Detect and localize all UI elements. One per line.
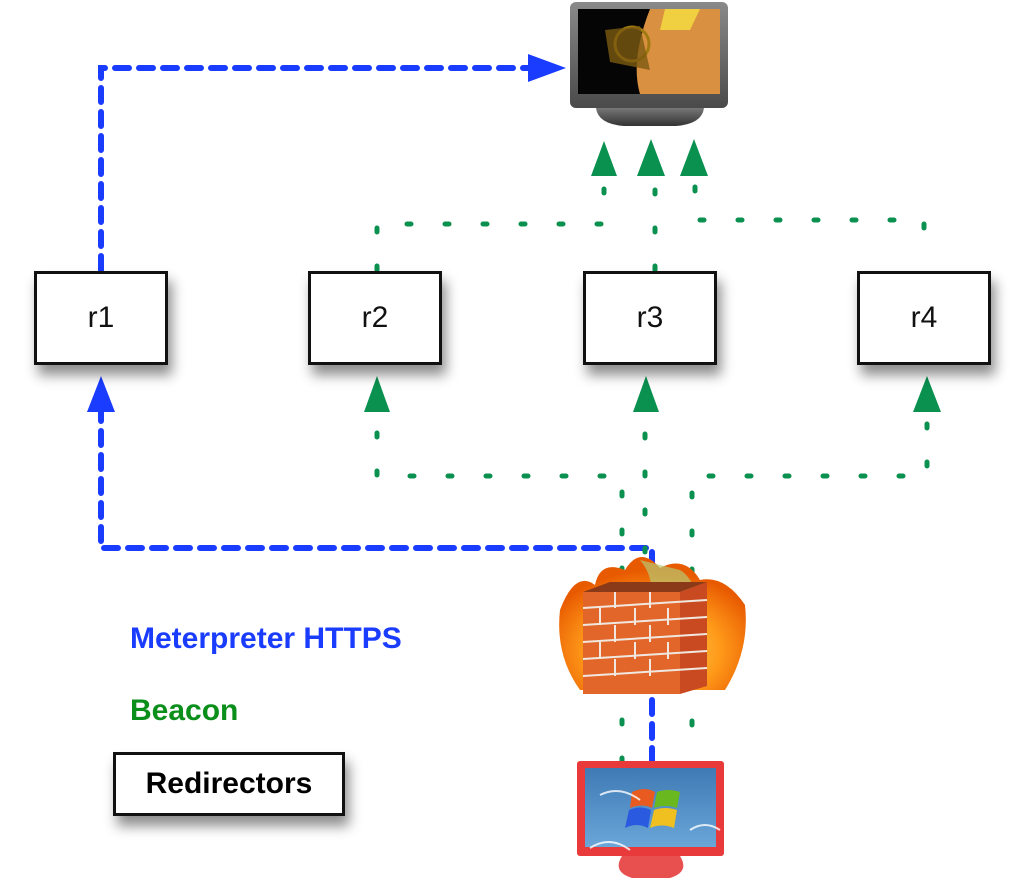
redirector-r3: r3 [583, 271, 717, 365]
legend-beacon: Beacon [130, 694, 239, 727]
beacon-links [374, 181, 930, 765]
redirector-label: r1 [87, 301, 115, 334]
legend-redirectors: Redirectors [113, 752, 345, 816]
legend-meterpreter: Meterpreter HTTPS [130, 622, 402, 655]
beacon-r2-to-attacker [374, 181, 607, 273]
meterpreter-arrowhead-attacker [528, 54, 566, 82]
redirector-r4: r4 [857, 271, 991, 365]
beacon-arrowhead-r2 [364, 376, 390, 412]
redirector-r2: r2 [308, 271, 442, 365]
attacker-monitor-icon [570, 2, 728, 126]
meterpreter-links [87, 54, 655, 765]
beacon-r4-to-attacker [692, 181, 927, 231]
beacon-arrowheads [364, 139, 941, 412]
beacon-arrowhead-attacker-2 [637, 139, 665, 176]
beacon-arrowhead-r3 [633, 376, 659, 412]
legend-redirectors-label: Redirectors [145, 767, 313, 800]
redirector-r1: r1 [34, 271, 168, 365]
redirector-label: r2 [361, 301, 389, 334]
windows-monitor-icon [577, 761, 724, 878]
meterpreter-r1-to-attacker [98, 65, 531, 273]
beacon-arrowhead-r4 [913, 376, 941, 412]
meterpreter-arrowhead-r1 [87, 376, 115, 412]
beacon-arrowhead-attacker-3 [680, 139, 708, 176]
beacon-arrowhead-attacker-1 [591, 141, 617, 176]
redirector-label: r3 [636, 301, 664, 334]
redirector-label: r4 [910, 301, 938, 334]
firewall-icon [559, 556, 746, 694]
